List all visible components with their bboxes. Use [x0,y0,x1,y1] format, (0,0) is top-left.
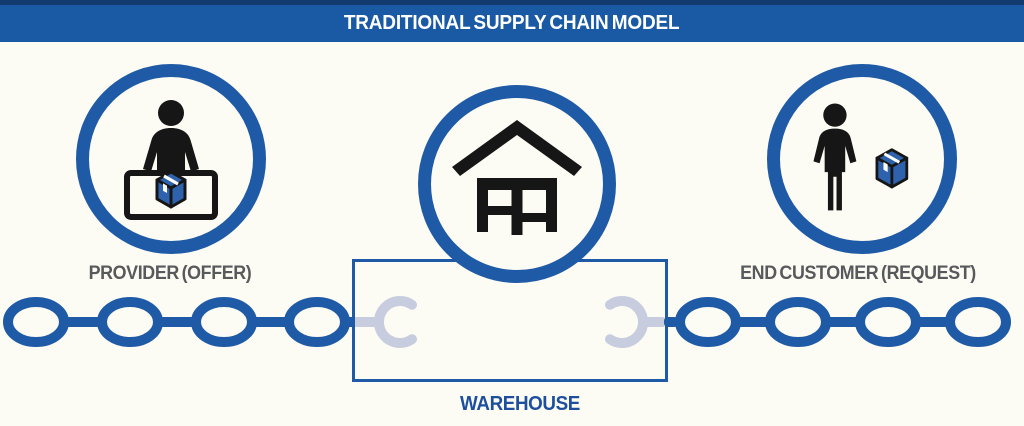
warehouse-circle [418,85,616,283]
provider-circle [76,64,266,254]
broken-link-right-icon [605,296,666,348]
person-with-box-icon [813,103,909,211]
person-at-counter-with-box-icon [124,100,218,220]
package-box-icon [875,148,909,189]
package-box-icon [155,170,187,209]
broken-link-left-icon [352,296,417,348]
provider-label: PROVIDER (OFFER) [88,263,252,284]
chain-left [3,297,356,347]
title-banner: TRADITIONAL SUPPLY CHAIN MODEL [0,0,1024,42]
supply-chain [3,296,1011,348]
end-customer-label: END CUSTOMER (REQUEST) [740,263,976,284]
warehouse-label: WAREHOUSE [460,393,580,415]
warehouse-building-icon [452,120,582,235]
customer-circle [767,64,957,254]
chain-right [664,297,1011,347]
page-title: TRADITIONAL SUPPLY CHAIN MODEL [344,12,680,34]
